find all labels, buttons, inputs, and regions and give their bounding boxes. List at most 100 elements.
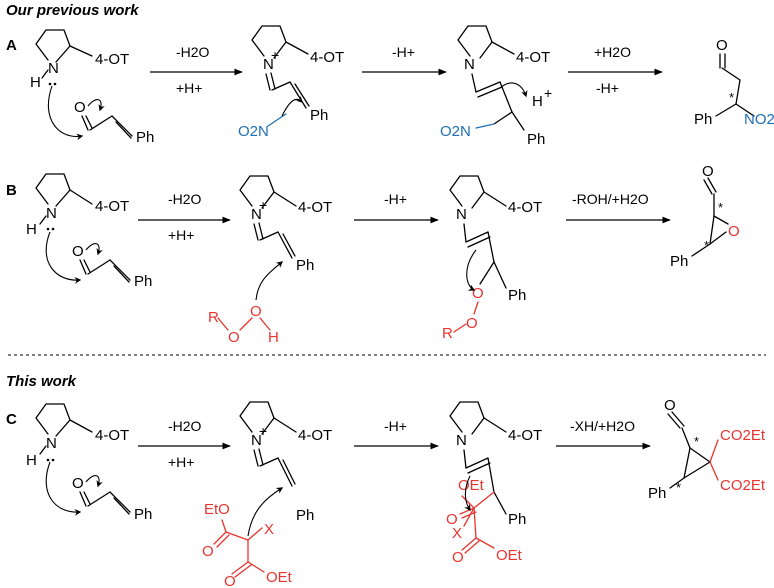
row-c-malonate-x: X [264,521,274,538]
row-b-cond-1-top: -H2O [168,191,202,207]
row-b-enamine-phenyl: Ph [508,287,526,304]
row-a-iminium-substituent: 4-OT [310,49,344,66]
row-c-iminium-charge: + [259,423,267,439]
row-c-product-ester-1: CO2Et [720,427,766,444]
row-c-curly-arrow-3 [247,487,284,537]
row-c-nitrogen: N [46,435,57,452]
row-c-curly-arrow-4 [464,475,471,512]
row-b-product-aldehyde-o: O [702,163,714,180]
row-c-iminium-substituent: 4-OT [298,427,332,444]
row-c-enamine-phenyl: Ph [508,511,526,528]
row-b-enamine: N 4-OT Ph O O R [442,175,542,342]
row-b-nh-hydrogen: H [26,221,37,238]
row-b-product-stereocenter-1: * [718,200,723,215]
row-c-enamine: N 4-OT Ph OEt O X O OEt [446,401,542,566]
row-b-product-stereocenter-2: * [704,238,709,253]
row-a-product-nitro: NO2 [744,111,774,128]
row-a-cond-3-top: +H2O [594,44,631,60]
row-a-nitrogen: N [48,60,59,77]
row-a-phenyl: Ph [136,129,154,146]
row-c-curly-arrow-2 [85,475,103,488]
row-b-curly-arrow-3 [255,261,284,301]
row-a-cond-1-top: -H2O [176,44,210,60]
row-b-curly-arrow-1 [45,231,82,284]
row-c-enamine-o2: O [452,549,464,566]
row-b-epoxide-product: O O * * Ph [670,163,740,270]
row-a-product-phenyl: Ph [694,111,712,128]
row-b-curly-arrow-2 [85,243,103,256]
row-c-phenyl: Ph [134,506,152,523]
row-b-curly-arrow-4 [466,249,477,291]
row-c-malonate-oet: OEt [266,569,293,586]
row-c-enamine-o1: O [446,511,458,528]
row-b-cond-3-top: -ROH/+H2O [572,191,649,207]
row-a-curly-arrow-3 [281,95,303,117]
row-c-catalyst-substituent: 4-OT [95,427,129,444]
row-a-catalyst-substituent: 4-OT [95,51,129,68]
row-a-enamine-phenyl: Ph [527,131,545,148]
row-b-enamine-nitrogen: N [456,206,467,223]
row-c-cond-1-bottom: +H+ [168,454,194,470]
row-b-iminium-charge: + [259,197,267,213]
row-c-catalyst: N H 4-OT [26,403,129,469]
row-c-product-aldehyde-o: O [664,397,676,414]
row-a-cond-1-bottom: +H+ [176,80,202,96]
row-c-cyclopropane-product: O * * Ph CO2Et CO2Et [648,397,766,502]
row-a-proton-charge: + [544,85,552,101]
row-c-product-stereocenter-2: * [676,480,681,495]
row-b-iminium-nitrogen: N [251,206,262,223]
row-a-cond-2-top: -H+ [392,44,415,60]
row-c-enamine-oet-2: OEt [496,547,523,564]
row-b-iminium-substituent: 4-OT [298,199,332,216]
row-a-curly-arrow-2 [87,99,105,112]
row-a-iminium-charge: + [271,47,279,63]
row-a-enamine-substituent: 4-OT [516,49,550,66]
row-a-cond-3-bottom: -H+ [596,80,619,96]
row-c-cinnamaldehyde: O Ph [72,475,152,523]
row-a-aldehyde-oxygen: O [74,99,86,116]
row-b-phenyl: Ph [134,273,152,290]
row-c-malonate: EtO O X O OEt [202,501,293,588]
row-c-iminium-phenyl: Ph [296,507,314,524]
row-b-enamine-substituent: 4-OT [508,199,542,216]
row-b-catalyst: N H 4-OT [26,173,129,238]
row-b-nitrogen: N [46,205,57,222]
heading-previous-work: Our previous work [6,2,139,19]
row-c-enamine-x: X [452,525,462,542]
row-b-enamine-o1: O [472,285,484,302]
row-a-product: O * Ph NO2 [694,37,774,128]
row-c-enamine-nitrogen: N [456,432,467,449]
row-b-enamine-r: R [442,325,453,342]
row-b-enamine-o2: O [466,315,478,332]
row-label-b: B [6,182,17,199]
row-c-cond-2-top: -H+ [384,418,407,434]
row-c-malonate-o1: O [202,543,214,560]
row-b-catalyst-substituent: 4-OT [95,198,129,215]
row-c-malonate-o2: O [224,573,236,588]
row-label-c: C [6,411,17,428]
row-a-nh-hydrogen: H [30,74,41,91]
row-a-enamine-nitrogen: N [464,56,475,73]
row-b-epoxide-oxygen: O [728,223,740,240]
row-c-cond-1-top: -H2O [168,418,202,434]
row-c-enamine-substituent: 4-OT [508,427,542,444]
row-c-enamine-oet-1: OEt [458,477,485,494]
row-b-cond-2-top: -H+ [384,191,407,207]
row-a-catalyst: N H 4-OT [30,29,129,91]
row-c-product-phenyl: Ph [648,485,666,502]
row-a-product-stereocenter: * [729,90,734,105]
row-b-product-phenyl: Ph [670,253,688,270]
row-c-iminium: N + 4-OT Ph [239,401,332,524]
row-a-iminium-nitrogen: N [263,56,274,73]
row-b-iminium-phenyl: Ph [296,257,314,274]
row-c-product-stereocenter-1: * [694,434,699,449]
row-a-curly-arrow-4 [499,82,528,98]
row-label-a: A [6,37,17,54]
row-c-nh-hydrogen: H [26,452,37,469]
row-b-peroxide: R O O H [208,303,279,346]
row-a-iminium: N + 4-OT Ph [251,25,344,124]
row-a-enamine: N 4-OT Ph O2N H + [440,25,552,148]
row-c-malonate-eto: EtO [204,501,230,518]
row-b-cond-1-bottom: +H+ [168,227,194,243]
